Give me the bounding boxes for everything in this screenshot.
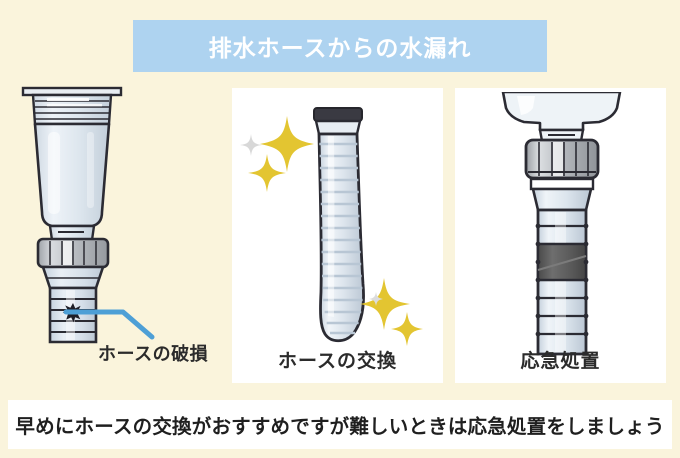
sparkle-icon [391, 312, 423, 346]
sparkle-icon [240, 134, 262, 156]
panel-label-emergency-fix: 応急処置 [520, 350, 601, 372]
sparkle-icon [360, 278, 410, 330]
panel-emergency-fix: 応急処置 [455, 88, 666, 383]
footer-caption: 早めにホースの交換がおすすめですが難しいときは応急処置をしましょう [15, 415, 665, 438]
new-hose-illustration [287, 102, 397, 352]
sparkle-group [240, 112, 320, 202]
sparkle-icon [260, 116, 314, 172]
panel-hose-replacement: ホースの交換 [232, 88, 443, 383]
taped-drain-pipe-illustration [499, 92, 624, 362]
sparkle-icon [369, 292, 383, 306]
page-title: 排水ホースからの水漏れ [208, 36, 472, 62]
left-illustration-caption: ホースの破損 [98, 344, 209, 365]
sparkle-group [360, 276, 430, 346]
title-banner: 排水ホースからの水漏れ [133, 20, 547, 72]
footer-caption-band: 早めにホースの交換がおすすめですが難しいときは応急処置をしましょう [8, 400, 672, 449]
panel-label-hose-replacement: ホースの交換 [277, 350, 398, 372]
tape-wrap [536, 242, 588, 282]
sparkle-icon [248, 154, 286, 192]
damage-pointer-line [60, 296, 170, 340]
